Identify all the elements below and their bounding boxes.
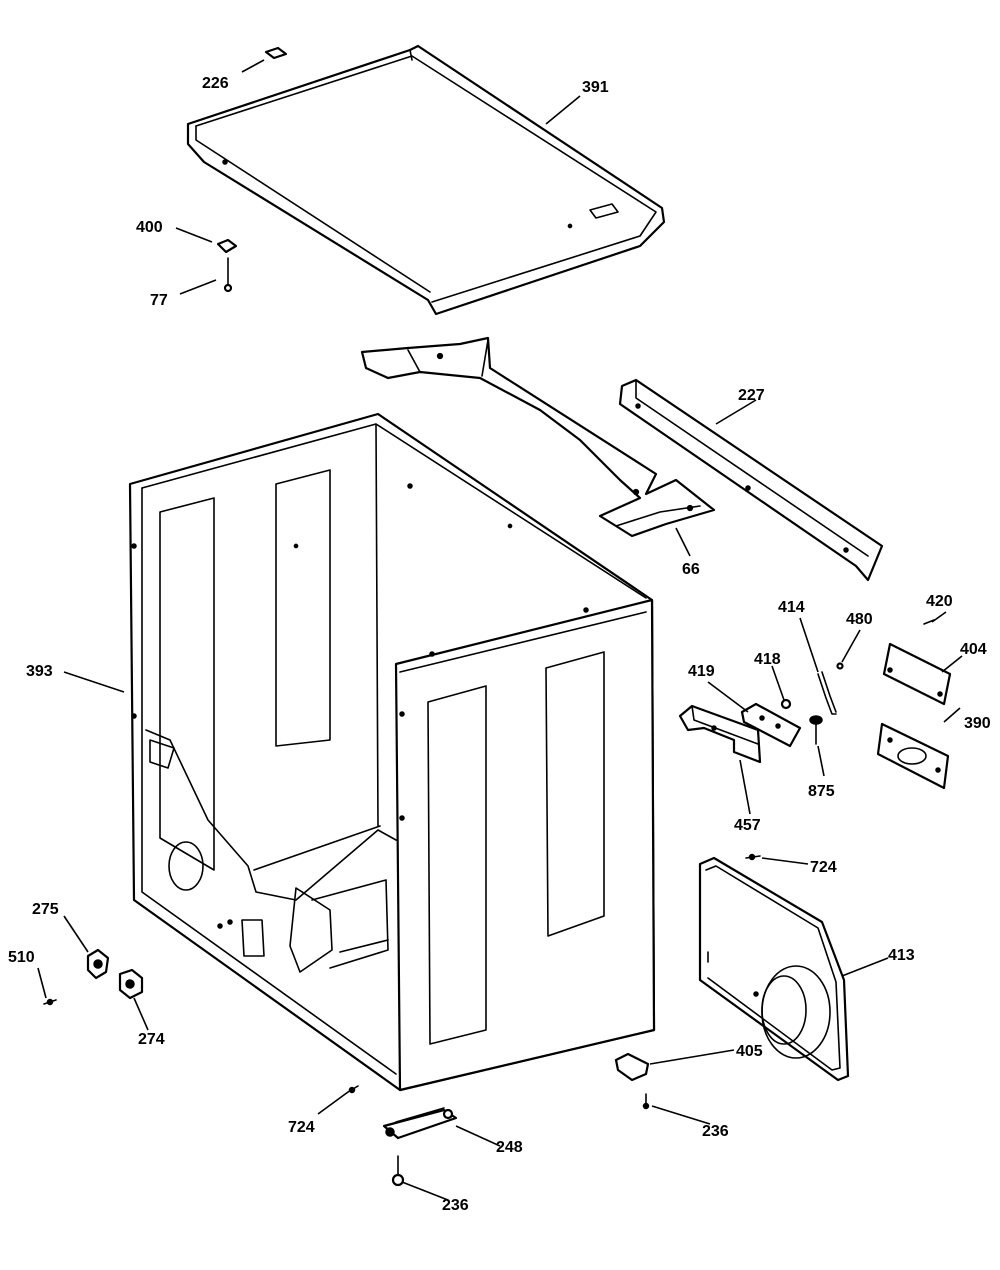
leader-lines bbox=[37, 59, 963, 1201]
front-panel-413-part bbox=[698, 856, 850, 1082]
part-480 bbox=[836, 662, 844, 670]
callout-400: 400 bbox=[136, 219, 163, 236]
callout-227: 227 bbox=[738, 387, 765, 404]
callout-413: 413 bbox=[888, 947, 915, 964]
callout-724-right: 724 bbox=[810, 859, 837, 876]
part-275 bbox=[86, 948, 110, 980]
part-418 bbox=[780, 698, 792, 710]
callout-457: 457 bbox=[734, 817, 761, 834]
callout-724-bottom: 724 bbox=[288, 1119, 315, 1136]
callout-418: 418 bbox=[754, 651, 781, 668]
part-274 bbox=[118, 968, 144, 1000]
plate-404-part bbox=[882, 642, 952, 706]
top-cover-part bbox=[186, 44, 666, 316]
callout-274: 274 bbox=[138, 1031, 165, 1048]
wire-414-part bbox=[817, 671, 837, 715]
bracket-66-part bbox=[360, 336, 716, 538]
screw-724-right-part bbox=[745, 853, 761, 861]
callout-405: 405 bbox=[736, 1043, 763, 1060]
callout-248: 248 bbox=[496, 1139, 523, 1156]
screw-420-part bbox=[923, 619, 935, 625]
leveling-leg-248-part bbox=[382, 1107, 458, 1140]
screw-77-part bbox=[223, 257, 233, 293]
callout-labels: 226 391 400 77 227 66 393 414 480 420 40… bbox=[8, 75, 991, 1214]
callout-420: 420 bbox=[926, 593, 953, 610]
callout-393: 393 bbox=[26, 663, 53, 680]
callout-510: 510 bbox=[8, 949, 35, 966]
screw-510-part bbox=[43, 998, 57, 1006]
callout-390: 390 bbox=[964, 715, 991, 732]
screw-236-right-part bbox=[642, 1093, 650, 1110]
plate-390-part bbox=[876, 722, 950, 790]
callout-236-right: 236 bbox=[702, 1123, 729, 1140]
callout-875: 875 bbox=[808, 783, 835, 800]
callout-236-bottom: 236 bbox=[442, 1197, 469, 1214]
callout-226: 226 bbox=[202, 75, 229, 92]
callout-391: 391 bbox=[582, 79, 609, 96]
callout-275: 275 bbox=[32, 901, 59, 918]
nut-400-part bbox=[216, 238, 238, 254]
cabinet-393-part bbox=[128, 412, 656, 1092]
callout-66: 66 bbox=[682, 561, 700, 578]
callout-414: 414 bbox=[778, 599, 805, 616]
callout-480: 480 bbox=[846, 611, 873, 628]
callout-404: 404 bbox=[960, 641, 987, 658]
bracket-457-part bbox=[678, 704, 762, 764]
part-405 bbox=[614, 1052, 650, 1082]
screw-875-part bbox=[809, 715, 823, 745]
callout-77: 77 bbox=[150, 292, 168, 309]
clip-226-part bbox=[264, 46, 288, 60]
screw-724-bottom-part bbox=[347, 1085, 359, 1094]
switch-419-part bbox=[740, 702, 802, 748]
screw-236-bottom-part bbox=[391, 1155, 405, 1187]
rail-227-part bbox=[618, 378, 884, 582]
callout-419: 419 bbox=[688, 663, 715, 680]
